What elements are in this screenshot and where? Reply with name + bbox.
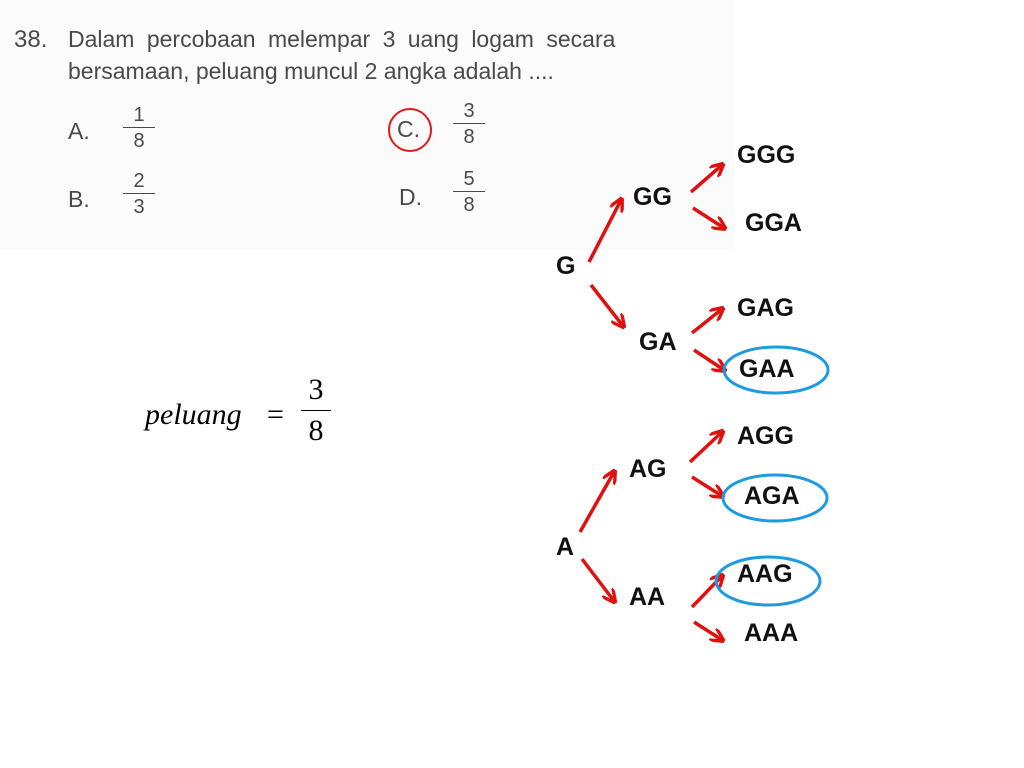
formula-numerator: 3 bbox=[308, 373, 324, 406]
option-a-letter: A. bbox=[68, 118, 90, 144]
arrow-a-ag bbox=[578, 472, 614, 533]
highlight-aag bbox=[714, 555, 822, 607]
option-c-fraction: 3 8 bbox=[449, 100, 489, 148]
outcome-aaa: AAA bbox=[744, 619, 799, 647]
question-scan: 38. Dalam percobaan melempar 3 uang loga… bbox=[0, 0, 735, 250]
outcome-gga: GGA bbox=[745, 209, 802, 237]
option-a-fraction: 1 8 bbox=[119, 104, 159, 152]
arrow-aa-aaa bbox=[693, 620, 722, 640]
fraction-bar bbox=[453, 123, 485, 124]
node-aa: AA bbox=[629, 583, 666, 611]
arrow-ag-agg bbox=[688, 432, 722, 464]
fraction-bar bbox=[123, 193, 155, 194]
outcome-aga: AGA bbox=[744, 482, 800, 510]
option-c-letter: C. bbox=[397, 116, 420, 142]
option-b-letter: B. bbox=[68, 186, 90, 212]
arrow-ag-aga bbox=[691, 475, 722, 496]
outcome-agg: AGG bbox=[737, 422, 794, 450]
option-a-denominator: 8 bbox=[133, 130, 145, 152]
option-d-letter: D. bbox=[399, 184, 422, 210]
arrow-ga-gaa bbox=[693, 348, 724, 370]
fraction-bar bbox=[123, 127, 155, 128]
option-c-denominator: 8 bbox=[463, 126, 475, 148]
fraction-bar bbox=[301, 410, 331, 411]
node-gg: GG bbox=[633, 183, 672, 211]
arrow-g-gg bbox=[587, 200, 621, 263]
option-a-numerator: 1 bbox=[133, 104, 145, 126]
fraction-bar bbox=[453, 191, 485, 192]
node-ga: GA bbox=[639, 328, 677, 356]
option-b-denominator: 3 bbox=[133, 196, 145, 218]
formula-lhs: peluang bbox=[145, 398, 242, 431]
node-a: A bbox=[556, 533, 575, 561]
arrow-gg-gga bbox=[692, 206, 724, 228]
question-number: 38. bbox=[14, 26, 48, 53]
arrow-ga-gag bbox=[690, 309, 722, 335]
option-d-numerator: 5 bbox=[463, 168, 475, 190]
outcome-gag: GAG bbox=[737, 294, 794, 322]
arrow-a-aa bbox=[580, 557, 614, 601]
outcome-ggg: GGG bbox=[737, 141, 796, 169]
formula-denominator: 8 bbox=[308, 414, 324, 447]
question-text-line2: bersamaan, peluang muncul 2 angka adalah… bbox=[68, 58, 554, 84]
arrow-g-ga bbox=[589, 283, 623, 326]
formula-equals: = bbox=[267, 398, 284, 431]
option-c-numerator: 3 bbox=[463, 100, 475, 122]
highlight-gaa bbox=[722, 345, 830, 395]
answer-circle bbox=[388, 108, 432, 152]
highlight-aga bbox=[721, 473, 829, 523]
question-text-line1: Dalam percobaan melempar 3 uang logam se… bbox=[68, 26, 616, 52]
option-d-fraction: 5 8 bbox=[449, 168, 489, 216]
arrow-gg-ggg bbox=[689, 165, 722, 194]
option-b-fraction: 2 3 bbox=[119, 170, 159, 218]
node-g: G bbox=[556, 252, 576, 280]
option-b-numerator: 2 bbox=[133, 170, 145, 192]
option-d-denominator: 8 bbox=[463, 194, 475, 216]
outcome-gaa: GAA bbox=[739, 355, 795, 383]
outcome-aag: AAG bbox=[737, 560, 793, 588]
node-ag: AG bbox=[629, 455, 667, 483]
formula-fraction: 3 8 bbox=[301, 372, 331, 449]
